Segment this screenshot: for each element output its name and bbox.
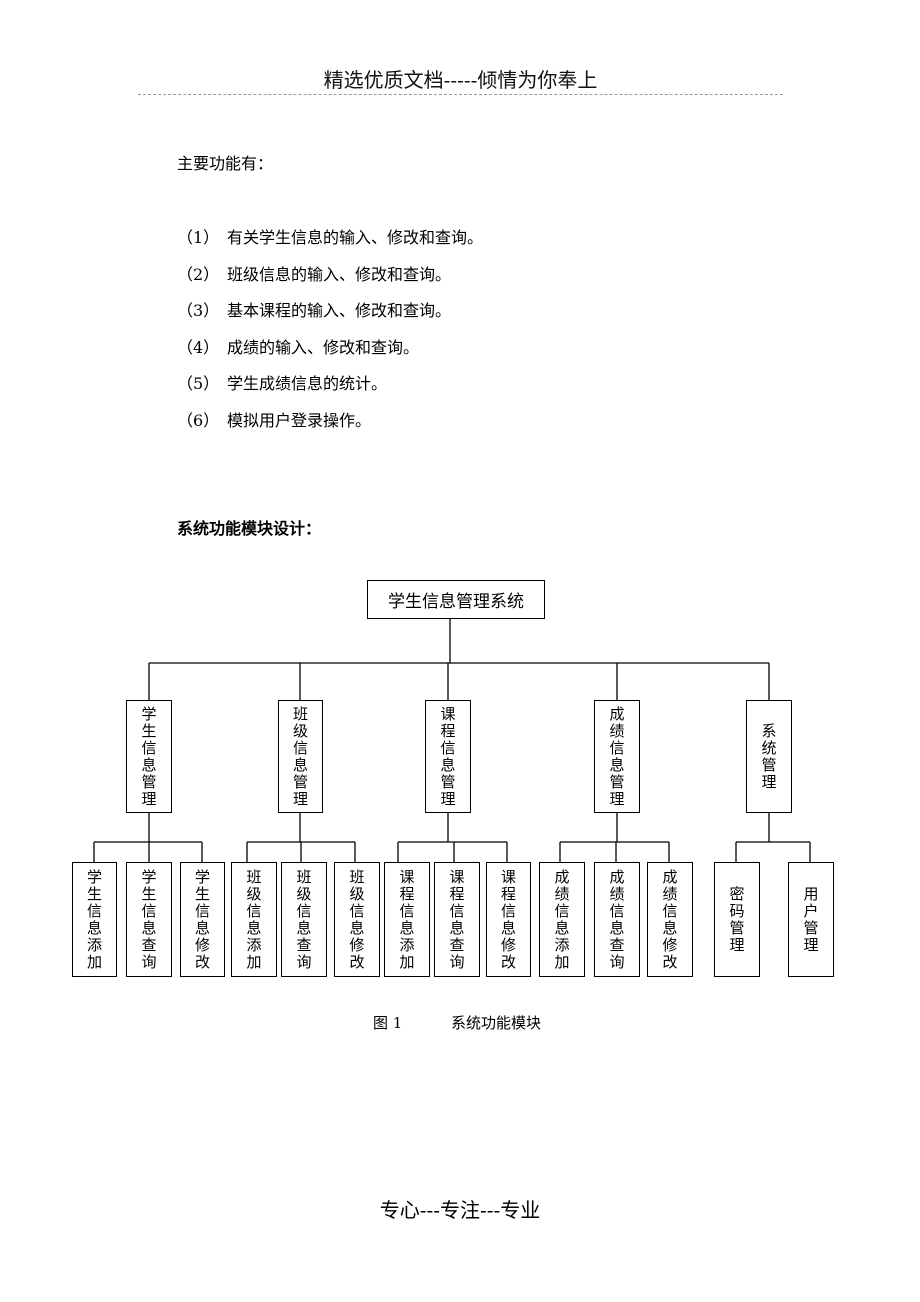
leaf-label: 班级信息查询 <box>296 867 312 971</box>
feature-text: 学生成绩信息的统计。 <box>227 374 388 393</box>
leaf-label: 学生信息修改 <box>195 867 211 971</box>
leaf-box: 班级信息查询 <box>281 862 327 977</box>
leaf-box: 学生信息添加 <box>72 862 117 977</box>
root-system-label: 学生信息管理系统 <box>388 592 524 612</box>
module-diagram: 学生信息管理系统 学生信息管理 班级信息管理 课程信息管理 成绩信息管理 系统管… <box>0 560 920 990</box>
feature-number: （5） <box>177 374 220 393</box>
leaf-label: 成绩信息添加 <box>554 867 570 971</box>
feature-text: 成绩的输入、修改和查询。 <box>227 337 420 357</box>
leaf-label: 成绩信息查询 <box>609 867 625 971</box>
feature-number: （4） <box>177 337 220 357</box>
leaf-label: 成绩信息修改 <box>662 867 678 971</box>
feature-item: （2） 班级信息的输入、修改和查询。 <box>177 263 483 300</box>
leaf-box: 密码管理 <box>714 862 760 977</box>
leaf-box: 用户管理 <box>788 862 834 977</box>
module-label: 系统管理 <box>761 721 777 791</box>
module-box-student: 学生信息管理 <box>126 700 172 813</box>
figure-title: 系统功能模块 <box>451 1014 542 1032</box>
leaf-box: 班级信息添加 <box>231 862 277 977</box>
module-box-system: 系统管理 <box>746 700 792 813</box>
leaf-label: 课程信息修改 <box>501 867 517 971</box>
page-footer: 专心---专注---专业 <box>379 1198 541 1222</box>
feature-text: 基本课程的输入、修改和查询。 <box>227 301 452 320</box>
leaf-label: 班级信息添加 <box>246 867 262 971</box>
feature-number: （1） <box>177 228 220 247</box>
module-label: 班级信息管理 <box>293 704 309 808</box>
feature-item: （6） 模拟用户登录操作。 <box>177 409 483 446</box>
module-box-class: 班级信息管理 <box>278 700 323 813</box>
feature-number: （3） <box>177 301 220 320</box>
feature-number: （6） <box>177 410 220 430</box>
module-label: 成绩信息管理 <box>609 704 625 808</box>
figure-label: 图 1 <box>373 1014 403 1032</box>
feature-item: （3） 基本课程的输入、修改和查询。 <box>177 299 483 336</box>
leaf-label: 用户管理 <box>803 884 819 954</box>
intro-text: 主要功能有： <box>177 154 274 173</box>
leaf-box: 课程信息查询 <box>434 862 480 977</box>
leaf-label: 班级信息修改 <box>349 867 365 971</box>
feature-text: 班级信息的输入、修改和查询。 <box>227 264 452 284</box>
leaf-box: 课程信息添加 <box>384 862 430 977</box>
module-label: 学生信息管理 <box>141 704 157 808</box>
feature-list: （1） 有关学生信息的输入、修改和查询。 （2） 班级信息的输入、修改和查询。 （3… <box>177 226 483 445</box>
leaf-label: 学生信息查询 <box>141 867 157 971</box>
module-box-course: 课程信息管理 <box>425 700 471 813</box>
diagram-connectors <box>93 619 811 862</box>
module-label: 课程信息管理 <box>440 704 456 808</box>
feature-number: （2） <box>177 264 220 284</box>
root-system-box: 学生信息管理系统 <box>367 580 545 619</box>
leaf-label: 课程信息查询 <box>449 867 465 971</box>
leaf-box: 成绩信息修改 <box>647 862 693 977</box>
leaf-label: 学生信息添加 <box>87 867 103 971</box>
leaf-box: 班级信息修改 <box>334 862 380 977</box>
page-header: 精选优质文档-----倾情为你奉上 <box>138 66 783 95</box>
feature-item: （5） 学生成绩信息的统计。 <box>177 372 483 409</box>
module-box-grade: 成绩信息管理 <box>594 700 640 813</box>
feature-text: 有关学生信息的输入、修改和查询。 <box>227 228 484 247</box>
leaf-label: 密码管理 <box>729 884 745 954</box>
figure-caption: 图 1 系统功能模块 <box>373 1013 541 1033</box>
leaf-box: 成绩信息查询 <box>594 862 640 977</box>
leaf-label: 课程信息添加 <box>399 867 415 971</box>
leaf-box: 成绩信息添加 <box>539 862 585 977</box>
leaf-box: 课程信息修改 <box>486 862 531 977</box>
leaf-box: 学生信息修改 <box>180 862 225 977</box>
section-title: 系统功能模块设计： <box>177 519 322 538</box>
feature-text: 模拟用户登录操作。 <box>227 410 372 430</box>
feature-item: （1） 有关学生信息的输入、修改和查询。 <box>177 226 483 263</box>
feature-item: （4） 成绩的输入、修改和查询。 <box>177 336 483 373</box>
leaf-box: 学生信息查询 <box>126 862 172 977</box>
